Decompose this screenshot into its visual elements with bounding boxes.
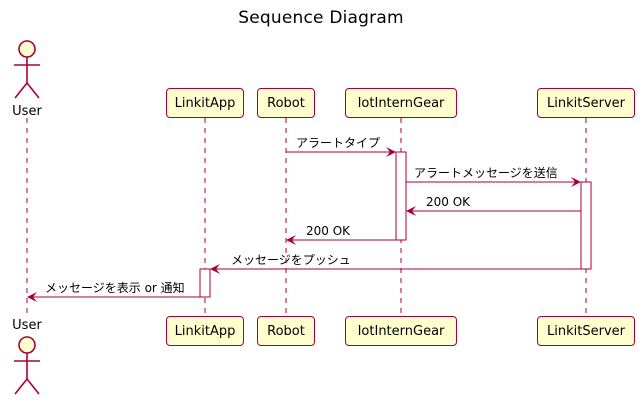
actor-user-bottom-label: User (12, 318, 42, 333)
message-label-m4: 200 OK (306, 224, 351, 238)
activation-linkitserver (580, 181, 592, 270)
participant-robot-top: Robot (257, 88, 315, 118)
message-label-m3: 200 OK (426, 195, 471, 209)
participant-linkitserver-top: LinkitServer (537, 88, 635, 118)
message-label-m1: アラートタイプ (296, 136, 381, 150)
participant-linkitserver-bottom: LinkitServer (537, 316, 635, 346)
actor-user-bottom-icon (14, 336, 40, 395)
activation-iotinterngear (395, 151, 407, 241)
participant-linkitapp-top: LinkitApp (166, 88, 244, 118)
participant-linkitapp-bottom: LinkitApp (166, 316, 244, 346)
message-label-m6: メッセージを表示 or 通知 (45, 281, 185, 295)
message-label-m5: メッセージをプッシュ (231, 253, 351, 267)
participant-robot-bottom: Robot (257, 316, 315, 346)
participant-iotinterngear-bottom: IotInternGear (345, 316, 457, 346)
actor-user-top-icon (14, 40, 40, 99)
activation-linkitapp (199, 268, 211, 298)
diagram-title: Sequence Diagram (238, 8, 404, 28)
participant-iotinterngear-top: IotInternGear (345, 88, 457, 118)
message-label-m2: アラートメッセージを送信 (414, 166, 558, 180)
actor-user-top-label: User (12, 104, 42, 119)
